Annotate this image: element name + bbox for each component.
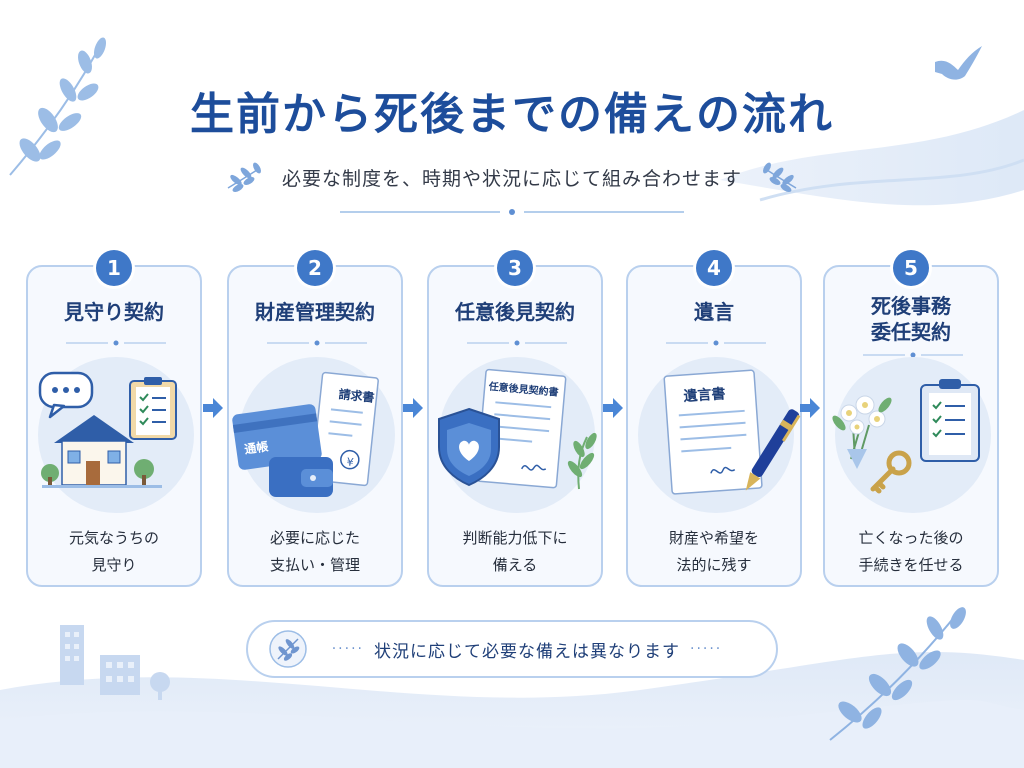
checklist-clipboard-icon [920,379,980,462]
step-card-1: 見守り契約 元気なうちの 見守り [26,265,202,587]
passbook-icon [232,404,322,470]
step-title: 任意後見契約 [455,300,575,324]
step-card-5: 死後事務 委任契約 亡くなった後の 手続きを任せる [823,265,999,587]
card-divider [666,340,766,346]
arrow-right-icon [203,398,223,418]
buildings-decoration [60,625,170,700]
pen-icon [745,409,801,491]
step-description: 必要に応じた 支払い・管理 [269,529,360,574]
step-number-badge: 4 [696,250,732,286]
card-divider [66,340,166,346]
step-number-badge: 1 [96,250,132,286]
will-document-icon [663,369,763,495]
page-title: 生前から死後までの備えの流れ [190,89,834,140]
step-title: 財産管理契約 [255,300,375,324]
leaf-sprig-icon [763,162,797,192]
invoice-label: 請求書 [338,386,375,405]
step-number-badge: 2 [297,250,333,286]
posthumous-illustration [832,379,980,494]
step-card-4: 遺言 遺言書 財産や希望を 法的に残す [626,265,802,587]
guardianship-illustration: 任意後見契約書 [438,368,597,490]
house-icon [41,415,162,488]
leaf-plant-icon [567,432,597,490]
card-divider [467,340,567,346]
subtitle-row: 必要な制度を、時期や状況に応じて組み合わせます [0,160,1024,194]
step-title: 死後事務 委任契約 [871,294,951,344]
will-illustration: 遺言書 [663,369,801,495]
will-label: 遺言書 [683,385,726,405]
key-icon [870,450,912,494]
page-subtitle: 必要な制度を、時期や状況に応じて組み合わせます [281,167,742,190]
wallet-icon [269,457,333,497]
dots-left: ····· [331,641,364,657]
footer-note: ····· 状況に応じて必要な備えは異なります ····· [246,620,778,678]
step-description: 財産や希望を 法的に残す [668,529,759,574]
step-title: 見守り契約 [64,300,164,324]
step-number-badge: 3 [497,250,533,286]
clipboard-icon [129,377,177,440]
step-description: 判断能力低下に 備える [462,529,568,574]
bird-icon [935,46,982,80]
bouquet-icon [832,395,892,469]
step-description: 亡くなった後の 手続きを任せる [858,529,964,574]
step-title: 遺言 [694,300,734,324]
step-card-2: 財産管理契約 請求書 ¥ 通帳 必要に応じた 支払い・管理 [227,265,403,587]
house-watch-illustration [38,371,177,488]
arrow-right-icon [403,398,423,418]
step-card-3: 任意後見契約 任意後見契約書 判断能力低下に 備える [427,265,603,587]
leaf-branch-top-left [9,37,107,176]
footer-note-content: ····· 状況に応じて必要な備えは異なります ····· [308,637,746,662]
title-divider [340,209,684,215]
step-number-badge: 5 [893,250,929,286]
arrow-right-icon [603,398,623,418]
arrow-right-icon [800,398,820,418]
dots-right: ····· [690,641,723,657]
leaf-circle-icon [269,630,307,668]
leaf-branch-bottom-right [829,607,966,741]
shield-heart-icon [438,407,500,487]
card-divider [267,340,367,346]
finance-illustration: 請求書 ¥ 通帳 [232,371,379,497]
card-divider [863,352,963,358]
passbook-label: 通帳 [243,438,269,456]
yen-symbol: ¥ [346,455,354,469]
speech-bubble-icon [38,371,94,419]
step-description: 元気なうちの 見守り [68,529,159,574]
leaf-sprig-icon [227,162,261,192]
footer-note-text: 状況に応じて必要な備えは異なります [374,641,680,662]
